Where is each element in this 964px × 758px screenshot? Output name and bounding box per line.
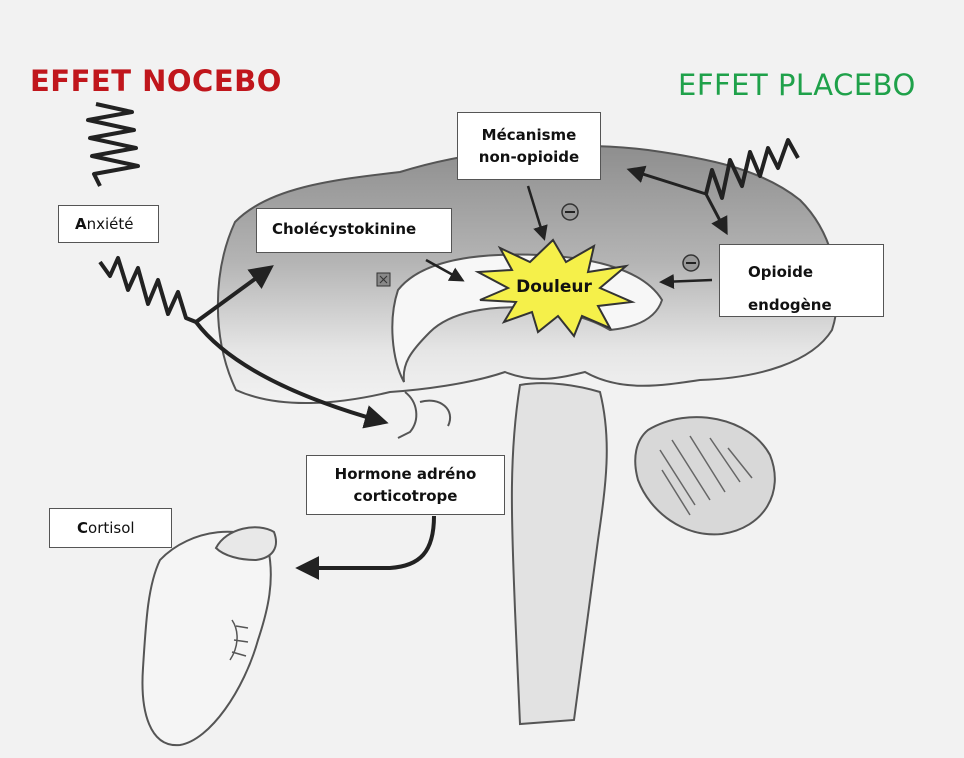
opioide-line1: Opioide bbox=[748, 256, 883, 289]
acth-line1: Hormone adréno bbox=[335, 463, 477, 486]
cholecystokinine-label: Cholécystokinine bbox=[272, 220, 416, 238]
anxiety-label: nxiété bbox=[87, 215, 134, 233]
mecanisme-box: Mécanisme non-opioide bbox=[457, 112, 601, 180]
facilitate-icon bbox=[377, 273, 390, 286]
opioide-box: Opioide endogène bbox=[719, 244, 884, 317]
mecanisme-line1: Mécanisme bbox=[479, 124, 579, 147]
nocebo-title: EFFET NOCEBO bbox=[30, 64, 282, 98]
opioide-line2: endogène bbox=[748, 289, 883, 322]
cortisol-label: ortisol bbox=[88, 519, 135, 537]
douleur-label: Douleur bbox=[504, 277, 604, 297]
cholecystokinine-box: Cholécystokinine bbox=[256, 208, 452, 253]
anxiety-initial: A bbox=[75, 215, 87, 233]
anxiety-box: Anxiété bbox=[58, 205, 159, 243]
cortisol-initial: C bbox=[77, 519, 88, 537]
acth-box: Hormone adréno corticotrope bbox=[306, 455, 505, 515]
acth-line2: corticotrope bbox=[335, 485, 477, 508]
cortisol-box: Cortisol bbox=[49, 508, 172, 548]
mecanisme-line2: non-opioide bbox=[479, 146, 579, 169]
inhibit-icon bbox=[562, 204, 578, 220]
placebo-title: EFFET PLACEBO bbox=[678, 68, 916, 102]
inhibit-icon bbox=[683, 255, 699, 271]
